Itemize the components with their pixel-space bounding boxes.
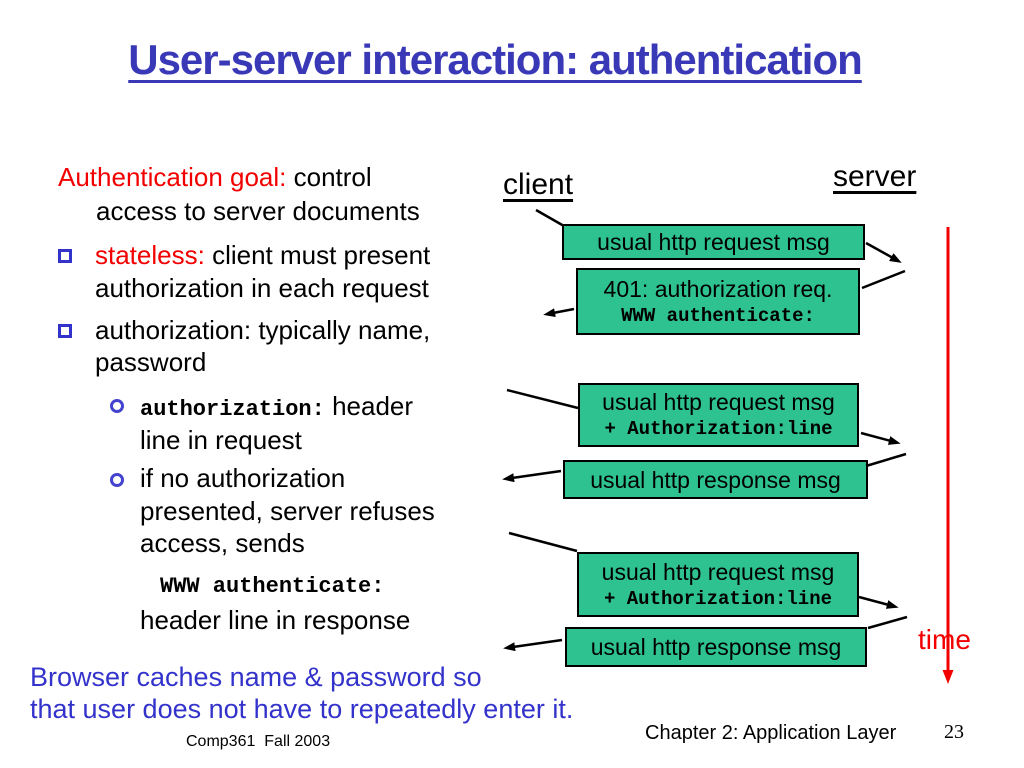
- stateless-line-2: authorization in each request: [95, 273, 429, 303]
- authorization-line-2: password: [95, 347, 207, 377]
- stateless-text: client must present: [212, 240, 431, 270]
- sub2-line-3: access, sends: [140, 528, 305, 558]
- request1-arrow: [865, 241, 902, 263]
- server-label: server: [833, 160, 917, 193]
- response2-entry-line: [865, 452, 907, 468]
- footer-page-number: 23: [944, 721, 964, 743]
- sub1-text: header: [324, 391, 414, 421]
- slide-title: User-server interaction: authentication: [128, 36, 863, 83]
- client-label: client: [503, 168, 574, 201]
- stateless-label: stateless:: [95, 240, 213, 270]
- authorization-header-field: authorization:: [140, 397, 325, 422]
- request3-entry-line: [508, 531, 578, 553]
- msgbox-request-1: usual http request msg: [562, 224, 865, 260]
- response1-entry-line: [861, 269, 906, 290]
- msgbox-text: usual http request msg: [602, 389, 835, 415]
- goal-line-1: Authentication goal: control: [58, 162, 372, 192]
- sub1-line-1: authorization: header: [140, 391, 413, 425]
- footer-chapter: Chapter 2: Application Layer: [645, 722, 897, 744]
- response3-entry-line: [867, 615, 908, 630]
- msgbox-text: usual http response msg: [590, 466, 841, 493]
- sub2-line-1: if no authorization: [140, 463, 346, 493]
- request2-arrow: [860, 431, 901, 445]
- response3-arrow: [503, 638, 563, 652]
- sub2-line-2: presented, server refuses: [140, 496, 435, 526]
- www-authenticate-field: WWW authenticate:: [160, 574, 385, 599]
- sub1-line-2: line in request: [140, 425, 302, 455]
- msgbox-response-3: usual http response msg: [565, 627, 867, 667]
- msgbox-401-response: 401: authorization req. WWW authenticate…: [576, 268, 860, 335]
- msgbox-response-2: usual http response msg: [563, 460, 868, 499]
- square-bullet-icon: [58, 324, 72, 338]
- request2-entry-line: [506, 388, 579, 410]
- note-line-2: that user does not have to repeatedly en…: [30, 694, 574, 724]
- circle-bullet-icon: [110, 399, 124, 413]
- msgbox-text: usual http request msg: [601, 558, 835, 585]
- msgbox-request-3: usual http request msg + Authorization:l…: [577, 552, 859, 617]
- msgbox-request-2: usual http request msg + Authorization:l…: [578, 383, 859, 447]
- authorization-line-1: authorization: typically name,: [95, 315, 431, 345]
- goal-line-2: access to server documents: [96, 196, 420, 226]
- request3-arrow: [858, 595, 899, 609]
- response1-arrow: [543, 307, 575, 318]
- note-line-1: Browser caches name & password so: [30, 662, 482, 692]
- msgbox-text: usual http response msg: [590, 634, 842, 660]
- sub2-line-4: header line in response: [140, 605, 411, 635]
- square-bullet-icon: [58, 249, 72, 263]
- goal-text: control: [293, 162, 372, 192]
- time-label: time: [918, 624, 971, 655]
- response2-arrow: [502, 469, 562, 483]
- goal-label: Authentication goal:: [58, 162, 294, 192]
- circle-bullet-icon: [110, 473, 124, 487]
- msgbox-mono-text: WWW authenticate:: [621, 304, 815, 327]
- msgbox-mono-text: + Authorization:line: [603, 587, 833, 610]
- request1-entry-line: [535, 208, 565, 228]
- footer-course: Comp361 Fall 2003: [186, 733, 331, 750]
- msgbox-text: usual http request msg: [597, 229, 830, 255]
- msgbox-text: 401: authorization req.: [603, 275, 833, 302]
- stateless-line-1: stateless: client must present: [95, 240, 430, 270]
- msgbox-mono-text: + Authorization:line: [604, 418, 833, 440]
